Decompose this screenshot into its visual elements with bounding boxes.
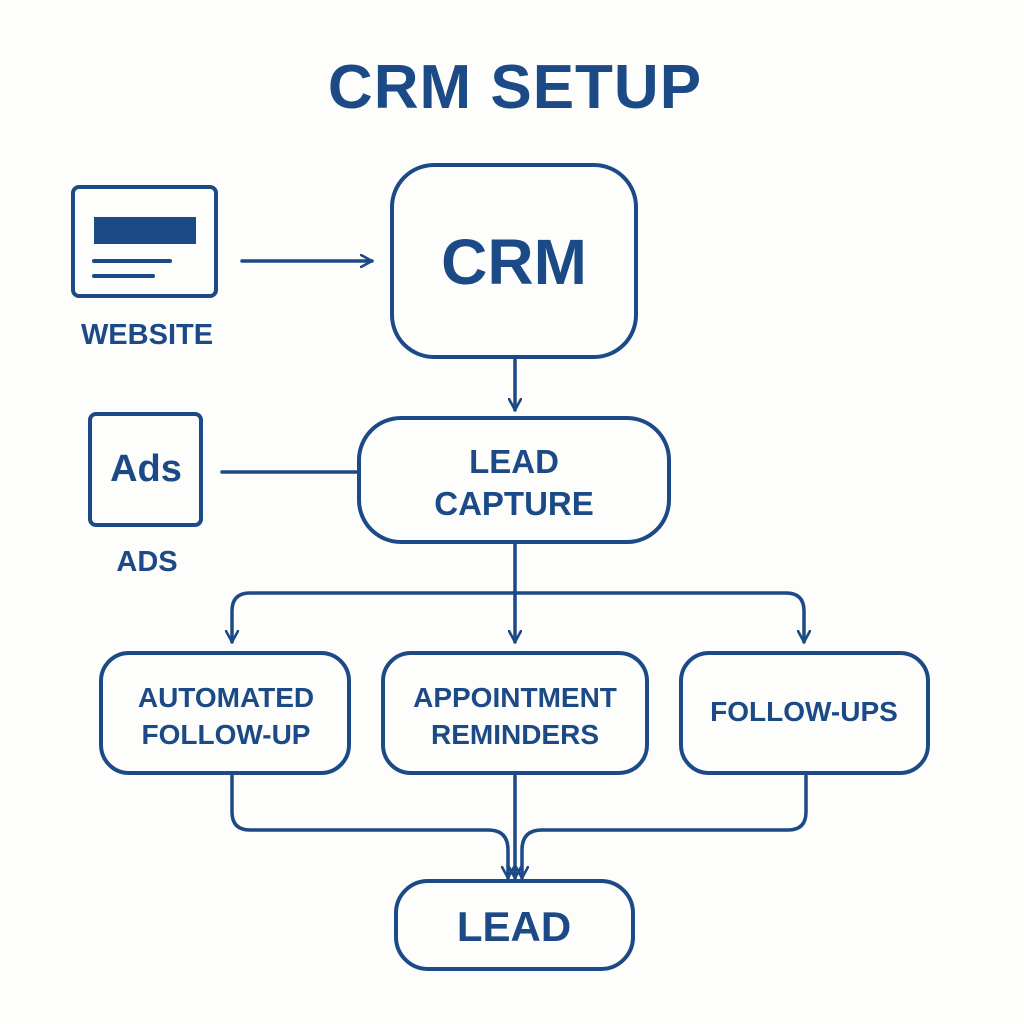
appointment-reminders-node: APPOINTMENT REMINDERS bbox=[381, 651, 649, 775]
follow-ups-node: FOLLOW-UPS bbox=[679, 651, 930, 775]
follow-ups-label: FOLLOW-UPS bbox=[710, 696, 898, 727]
ads-icon: Ads bbox=[88, 412, 203, 527]
lead-node-label: LEAD bbox=[457, 903, 571, 950]
automated-follow-up-node: AUTOMATED FOLLOW-UP bbox=[99, 651, 351, 775]
crm-node-label: CRM bbox=[441, 226, 587, 298]
automated-follow-up-label-line2: FOLLOW-UP bbox=[142, 719, 311, 750]
lead-capture-node: LEAD CAPTURE bbox=[357, 416, 671, 544]
ads-label: ADS bbox=[116, 546, 177, 578]
crm-node: CRM bbox=[390, 163, 638, 359]
automated-follow-up-label-line1: AUTOMATED bbox=[138, 682, 314, 713]
diagram-title: CRM SETUP bbox=[328, 53, 702, 122]
browser-window-icon bbox=[71, 185, 218, 298]
lead-capture-label-line2: CAPTURE bbox=[434, 485, 594, 522]
branch-left-arrow bbox=[232, 591, 517, 644]
connectors bbox=[220, 261, 808, 880]
website-label: WEBSITE bbox=[81, 319, 213, 351]
automated-to-lead-arrow bbox=[230, 774, 508, 880]
ads-icon-text: Ads bbox=[110, 448, 182, 490]
lead-node: LEAD bbox=[394, 879, 635, 971]
followups-to-lead-arrow bbox=[522, 774, 808, 880]
lead-capture-label-line1: LEAD bbox=[469, 443, 559, 480]
appointment-reminders-label-line2: REMINDERS bbox=[431, 719, 599, 750]
appointment-reminders-label-line1: APPOINTMENT bbox=[413, 682, 617, 713]
branch-right-arrow bbox=[513, 591, 804, 644]
